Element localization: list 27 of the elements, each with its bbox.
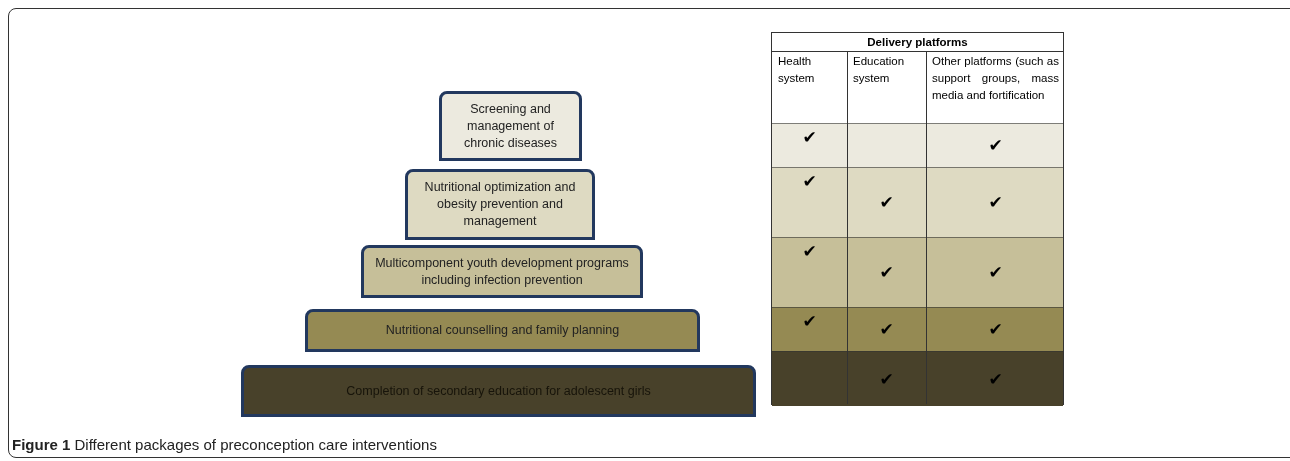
check-mark: ✔: [987, 319, 1004, 339]
check-mark: ✔: [987, 368, 1004, 389]
check-mark: ✔: [878, 262, 895, 282]
tier-text: Screening and management of chronic diseases: [462, 100, 559, 152]
pyramid-tier-box: [305, 309, 700, 352]
pyramid-tier-box: [361, 245, 643, 298]
check-mark: ✔: [987, 262, 1004, 282]
check-mark: ✔: [878, 368, 895, 389]
check-mark: ✔: [801, 127, 818, 147]
check-mark: ✔: [987, 135, 1004, 155]
figure-caption: Figure 1 Different packages of preconception care interventions: [12, 436, 437, 454]
check-mark: ✔: [801, 171, 818, 191]
tier-text: Multicomponent youth development programs including infection prevention: [374, 254, 630, 289]
check-mark: ✔: [878, 319, 895, 339]
tier-text: Nutritional counselling and family planning: [385, 322, 620, 339]
check-mark: ✔: [801, 241, 818, 261]
pyramid-tier-box: [439, 91, 582, 161]
column-header: Education system: [853, 54, 906, 86]
column-header: Other platforms (such as support groups, mass media and fortification: [932, 54, 1059, 103]
pyramid-tier-box: [405, 169, 595, 240]
check-mark: ✔: [801, 311, 818, 331]
check-mark: ✔: [878, 192, 895, 212]
column-header: Health system: [778, 54, 816, 86]
table-title: Delivery platforms: [866, 35, 969, 50]
tier-text: Nutritional optimization and obesity prevention and management: [423, 179, 577, 230]
pyramid-tier-box: [241, 365, 756, 417]
check-mark: ✔: [987, 192, 1004, 212]
